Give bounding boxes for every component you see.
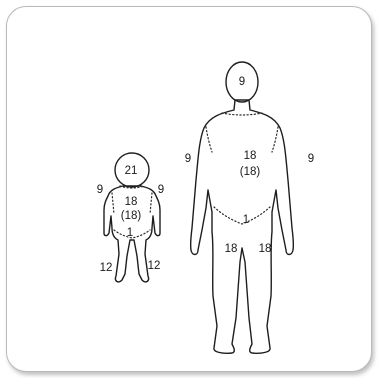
adult-right-shoulder-line bbox=[272, 127, 278, 152]
child-trunk-percent: 18 bbox=[125, 196, 138, 208]
adult-head-percent: 9 bbox=[239, 76, 245, 88]
child-left-leg-percent: 12 bbox=[100, 262, 113, 274]
child-left-arm-percent: 9 bbox=[97, 184, 103, 196]
adult-left-leg-percent: 18 bbox=[225, 243, 238, 255]
adult-perineum-percent: 1 bbox=[243, 214, 249, 226]
adult-body bbox=[191, 62, 294, 353]
child-trunk-back-percent: (18) bbox=[121, 210, 142, 222]
adult-torso-outline bbox=[191, 100, 294, 353]
child-perineum-percent: 1 bbox=[127, 227, 133, 239]
adult-left-shoulder-line bbox=[206, 127, 212, 152]
adult-right-leg-percent: 18 bbox=[259, 243, 272, 255]
child-right-leg-percent: 12 bbox=[148, 260, 161, 272]
adult-trunk-back-percent: (18) bbox=[240, 166, 261, 178]
child-right-shoulder-line bbox=[150, 193, 152, 214]
child-head-percent: 21 bbox=[125, 165, 138, 177]
child-right-arm-percent: 9 bbox=[158, 184, 164, 196]
adult-trunk-percent: 18 bbox=[244, 150, 257, 162]
adult-right-arm-percent: 9 bbox=[308, 153, 314, 165]
child-left-shoulder-line bbox=[112, 193, 114, 214]
adult-neck-line bbox=[222, 113, 262, 115]
adult-left-arm-percent: 9 bbox=[185, 153, 191, 165]
